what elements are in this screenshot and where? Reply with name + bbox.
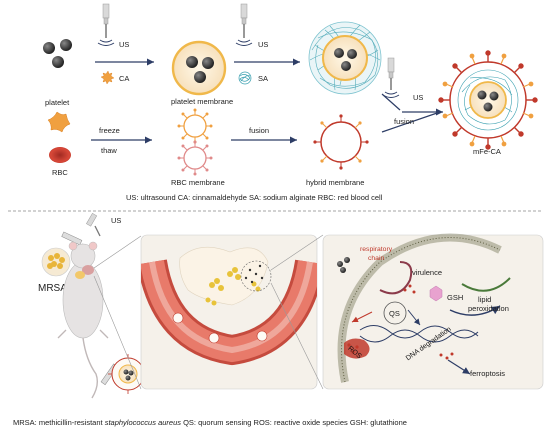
mrsa-bacteria-icon bbox=[41, 247, 71, 277]
sodium-alginate-icon bbox=[238, 71, 252, 85]
hybrid-membrane-label: hybrid membrane bbox=[306, 178, 364, 187]
ca-label: CA bbox=[119, 74, 129, 83]
mrsa-label: MRSA bbox=[38, 283, 67, 294]
us-label-3: US bbox=[413, 93, 423, 102]
peroxidation-label: peroxidation bbox=[468, 304, 509, 313]
fusion-line-bottom bbox=[381, 111, 441, 133]
bottom-legend-part2: QS: quorum sensing ROS: reactive oxide s… bbox=[181, 418, 407, 427]
freeze-label: freeze bbox=[99, 126, 120, 135]
us-label-2: US bbox=[258, 40, 268, 49]
hybrid-membrane bbox=[313, 114, 369, 170]
us-label-1: US bbox=[119, 40, 129, 49]
respiratory-label: respiratory bbox=[360, 246, 393, 253]
qs-icon bbox=[383, 301, 407, 325]
fe-nanoparticles bbox=[43, 39, 72, 68]
bottom-legend: MRSA: methicillin-resistant staphylococc… bbox=[13, 418, 407, 427]
mechanism-panel bbox=[322, 233, 544, 390]
platelet-vesicle bbox=[177, 108, 213, 144]
rbc-membrane-label: RBC membrane bbox=[171, 178, 225, 187]
virulence-label: virulence bbox=[412, 268, 442, 277]
mfe-ca-particle bbox=[438, 50, 538, 150]
sa-coated-particle bbox=[308, 21, 382, 95]
rbc-label: RBC bbox=[52, 168, 68, 177]
ultrasound-probe-icon bbox=[382, 57, 400, 98]
rbc-icon bbox=[49, 147, 71, 163]
bottom-legend-italic: staphylococcus aureus bbox=[105, 418, 182, 427]
platelet-membrane-label: platelet membrane bbox=[171, 97, 233, 106]
fusion-label-1: fusion bbox=[249, 126, 269, 135]
ferroptosis-label: ferroptosis bbox=[470, 369, 505, 378]
zoom-line-bottom bbox=[93, 275, 142, 390]
zoom-line-2-bottom bbox=[270, 282, 324, 390]
zoom-line-top bbox=[93, 235, 142, 269]
platelet-icon bbox=[47, 111, 71, 133]
ultrasound-probe-icon bbox=[97, 3, 115, 46]
ultrasound-probe-icon bbox=[86, 212, 101, 237]
chain-label: chain bbox=[368, 255, 384, 262]
lipid-label: lipid bbox=[478, 295, 491, 304]
rbc-vesicle bbox=[177, 140, 213, 176]
us-label-bottom: US bbox=[111, 216, 121, 225]
thaw-label: thaw bbox=[101, 146, 117, 155]
bottom-legend-part1: MRSA: methicillin-resistant bbox=[13, 418, 105, 427]
mfe-ca-particle-small bbox=[108, 354, 148, 394]
ultrasound-probe-icon bbox=[235, 3, 253, 46]
cinnamaldehyde-icon bbox=[100, 70, 115, 85]
platelet-membrane-particle bbox=[171, 40, 227, 96]
fusion-label-2: fusion bbox=[394, 117, 414, 126]
platelet-label: platelet bbox=[45, 98, 70, 107]
zoom-line-2-top bbox=[270, 234, 324, 271]
fusion-line-top bbox=[381, 93, 401, 111]
mouse-icon bbox=[57, 241, 109, 399]
top-legend: US: ultrasound CA: cinnamaldehyde SA: so… bbox=[126, 193, 383, 202]
mfe-ca-label: mFe-CA bbox=[473, 147, 501, 156]
gsh-label: GSH bbox=[447, 293, 463, 302]
qs-label: QS bbox=[389, 309, 400, 318]
vessel-panel bbox=[140, 234, 318, 390]
sa-label: SA bbox=[258, 74, 268, 83]
gsh-icon bbox=[429, 285, 443, 302]
